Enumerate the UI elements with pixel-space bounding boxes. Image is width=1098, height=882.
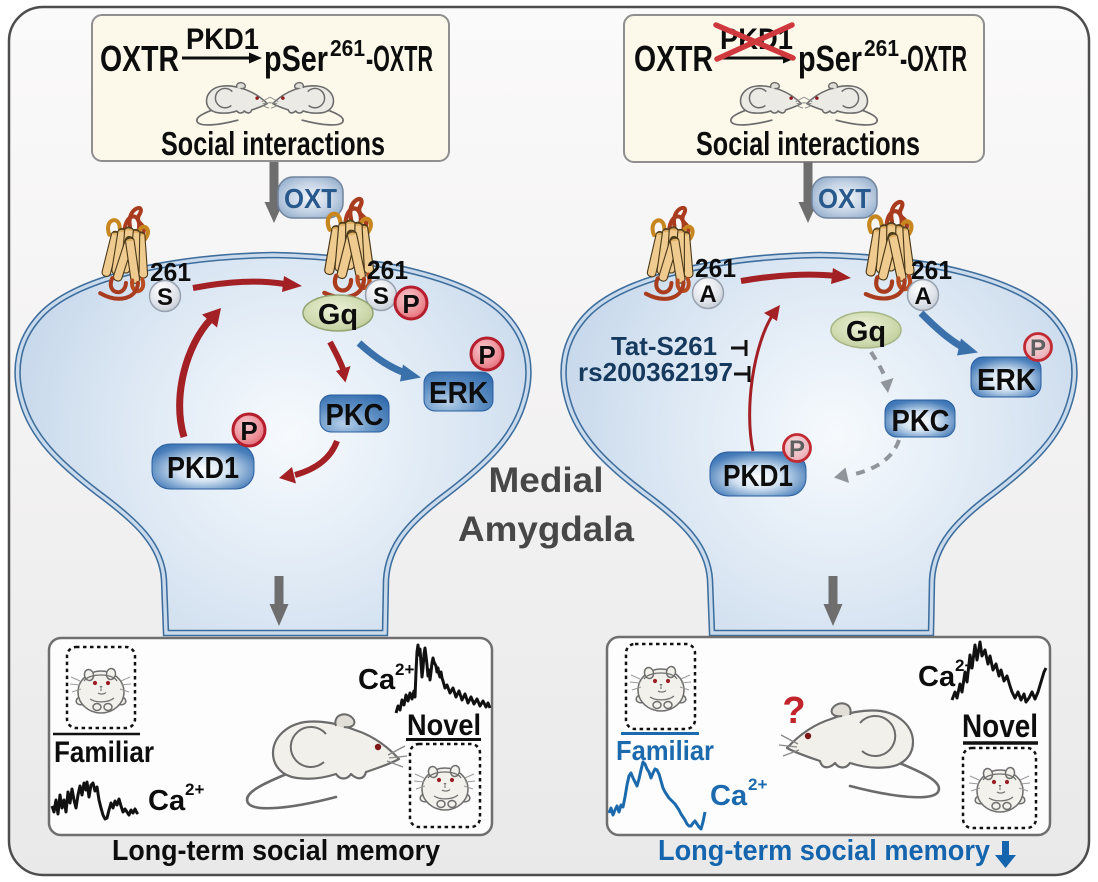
svg-text:PKC: PKC: [326, 397, 384, 432]
svg-text:Familiar: Familiar: [616, 735, 714, 766]
svg-text:P: P: [1030, 335, 1046, 362]
svg-text:OXTR: OXTR: [100, 38, 179, 79]
svg-text:261: 261: [367, 255, 408, 285]
svg-text:A: A: [914, 283, 931, 310]
svg-text:Social interactions: Social interactions: [696, 125, 920, 162]
svg-text:Social interactions: Social interactions: [161, 125, 385, 162]
svg-text:P: P: [478, 340, 495, 370]
svg-text:rs200362197: rs200362197: [578, 357, 733, 387]
svg-text:S: S: [373, 283, 389, 310]
svg-text:Ca: Ca: [710, 780, 748, 812]
svg-text:2+: 2+: [185, 780, 204, 799]
svg-text:OXTR: OXTR: [634, 38, 713, 79]
svg-text:Novel: Novel: [962, 708, 1038, 744]
svg-text:Tat-S261: Tat-S261: [611, 331, 717, 361]
svg-text:261: 261: [864, 35, 899, 61]
svg-text:2+: 2+: [395, 660, 414, 679]
svg-text:P: P: [240, 416, 257, 446]
svg-text:P: P: [402, 289, 419, 319]
svg-text:Long-term social memory: Long-term social memory: [658, 835, 990, 867]
svg-text:PKD1: PKD1: [186, 23, 259, 56]
svg-text:Gq: Gq: [318, 299, 358, 331]
svg-text:Long-term social memory: Long-term social memory: [112, 835, 440, 867]
svg-text:P: P: [789, 436, 805, 463]
svg-text:PKD1: PKD1: [167, 450, 239, 485]
svg-text:Ca: Ca: [148, 785, 186, 817]
svg-text:ERK: ERK: [429, 375, 489, 410]
svg-text:Gq: Gq: [846, 316, 886, 348]
svg-text:Familiar: Familiar: [54, 736, 154, 769]
svg-text:Medial: Medial: [489, 461, 604, 500]
svg-text:Amygdala: Amygdala: [458, 510, 635, 549]
svg-text:-OXTR: -OXTR: [900, 38, 967, 79]
svg-text:Ca: Ca: [918, 661, 956, 693]
svg-text:pSer: pSer: [798, 38, 862, 79]
svg-text:S: S: [157, 284, 173, 311]
svg-text:Novel: Novel: [407, 709, 481, 742]
svg-text:261: 261: [330, 35, 365, 61]
svg-text:OXT: OXT: [284, 183, 337, 214]
svg-text:A: A: [699, 281, 716, 308]
svg-text:PKD1: PKD1: [723, 458, 793, 493]
svg-text:PKC: PKC: [892, 403, 950, 438]
svg-text:-OXTR: -OXTR: [366, 38, 433, 79]
svg-text:?: ?: [782, 690, 805, 732]
svg-text:ERK: ERK: [977, 362, 1037, 397]
svg-text:Ca: Ca: [358, 664, 396, 696]
svg-text:2+: 2+: [748, 775, 767, 794]
svg-text:pSer: pSer: [264, 38, 328, 79]
